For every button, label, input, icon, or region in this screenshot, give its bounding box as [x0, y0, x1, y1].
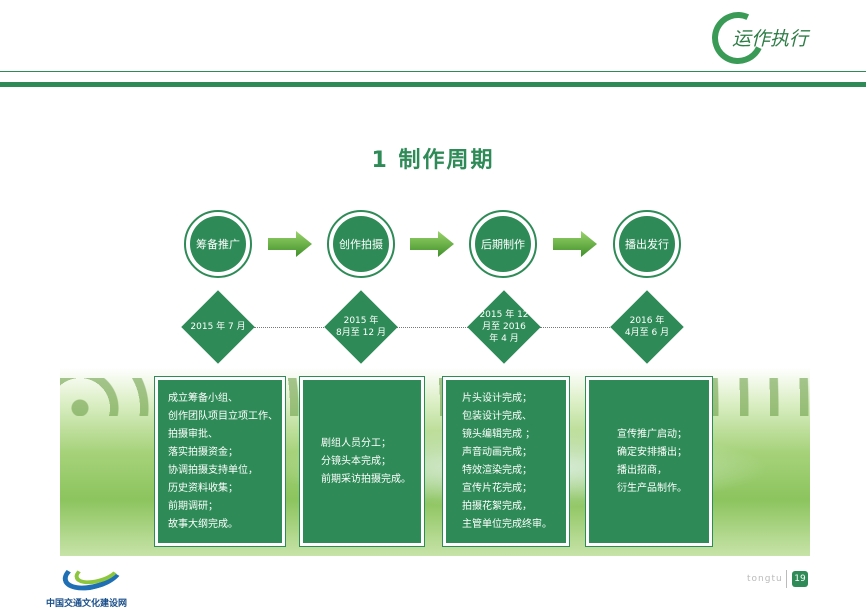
stage-circle-1: 筹备推广 [184, 210, 252, 278]
task-item: 历史资料收集； [168, 482, 238, 494]
date-line: 年 4 月 [489, 334, 519, 344]
task-item: 包装设计完成、 [462, 410, 532, 422]
timeline-connector [540, 327, 624, 328]
header-divider-thick [0, 82, 866, 87]
task-item: 拍摄审批、 [168, 428, 218, 440]
task-item: 播出招商， [617, 464, 667, 476]
timeline-connector [396, 327, 480, 328]
task-box-4: 宣传推广启动； 确定安排播出； 播出招商， 衍生产品制作。 [585, 376, 713, 547]
stage-circle-4: 播出发行 [613, 210, 681, 278]
task-item: 协调拍摄支持单位， [168, 464, 258, 476]
logo-text: 运作执行 [732, 28, 809, 50]
date-line: 2016 年 [629, 316, 665, 326]
brand-logo-top-right: 运作执行 [704, 4, 818, 72]
arrow-right-icon [268, 231, 312, 257]
task-item: 衍生产品制作。 [617, 482, 687, 494]
task-item: 创作团队项目立项工作、 [168, 410, 278, 422]
date-label-4: 2016 年 4月至 6 月 [602, 315, 692, 339]
task-item: 故事大纲完成。 [168, 518, 238, 530]
footer-brand: tongtu [747, 574, 783, 584]
task-item: 分镜头本完成； [321, 455, 391, 467]
task-item: 宣传推广启动； [617, 428, 687, 440]
date-label-1: 2015 年 7 月 [173, 321, 263, 333]
date-line: 2015 年 [343, 316, 379, 326]
date-line: 月至 2016 [482, 322, 526, 332]
page-number: 19 [792, 571, 808, 587]
arrow-right-icon [553, 231, 597, 257]
task-item: 成立筹备小组、 [168, 392, 238, 404]
stage-circle-2: 创作拍摄 [327, 210, 395, 278]
date-line: 2015 年 12 [479, 310, 529, 320]
task-box-3: 片头设计完成； 包装设计完成、 镜头编辑完成 ； 声音动画完成； 特效渲染完成；… [442, 376, 570, 547]
task-item: 片头设计完成； [462, 392, 532, 404]
stage-label: 后期制作 [475, 216, 531, 272]
task-item: 声音动画完成； [462, 446, 532, 458]
page-title: 1 制作周期 [371, 148, 495, 173]
timeline-connector [254, 327, 336, 328]
task-item: 剧组人员分工； [321, 437, 391, 449]
stage-label: 筹备推广 [190, 216, 246, 272]
task-item: 落实拍摄资金； [168, 446, 238, 458]
task-item: 主管单位完成终审。 [462, 518, 552, 530]
date-label-2: 2015 年 8月至 12 月 [316, 315, 406, 339]
date-line: 8月至 12 月 [336, 328, 386, 338]
stage-circle-3: 后期制作 [469, 210, 537, 278]
task-item: 确定安排播出； [617, 446, 687, 458]
date-line: 2015 年 7 月 [190, 322, 246, 332]
stage-label: 播出发行 [619, 216, 675, 272]
task-item: 镜头编辑完成 ； [462, 428, 536, 440]
task-item: 拍摄花絮完成， [462, 500, 532, 512]
task-item: 宣传片花完成； [462, 482, 532, 494]
stage-label: 创作拍摄 [333, 216, 389, 272]
footer-separator [786, 570, 787, 588]
task-item: 前期采访拍摄完成。 [321, 473, 411, 485]
task-box-1: 成立筹备小组、 创作团队项目立项工作、 拍摄审批、 落实拍摄资金； 协调拍摄支持… [154, 376, 286, 547]
task-item: 特效渲染完成； [462, 464, 532, 476]
org-name: 中国交通文化建设网 [46, 599, 128, 609]
header-divider-thin [0, 71, 866, 72]
date-line: 4月至 6 月 [624, 328, 670, 338]
arrow-right-icon [410, 231, 454, 257]
task-item: 前期调研； [168, 500, 218, 512]
task-box-2: 剧组人员分工； 分镜头本完成； 前期采访拍摄完成。 [299, 376, 425, 547]
date-label-3: 2015 年 12 月至 2016 年 4 月 [459, 309, 549, 345]
